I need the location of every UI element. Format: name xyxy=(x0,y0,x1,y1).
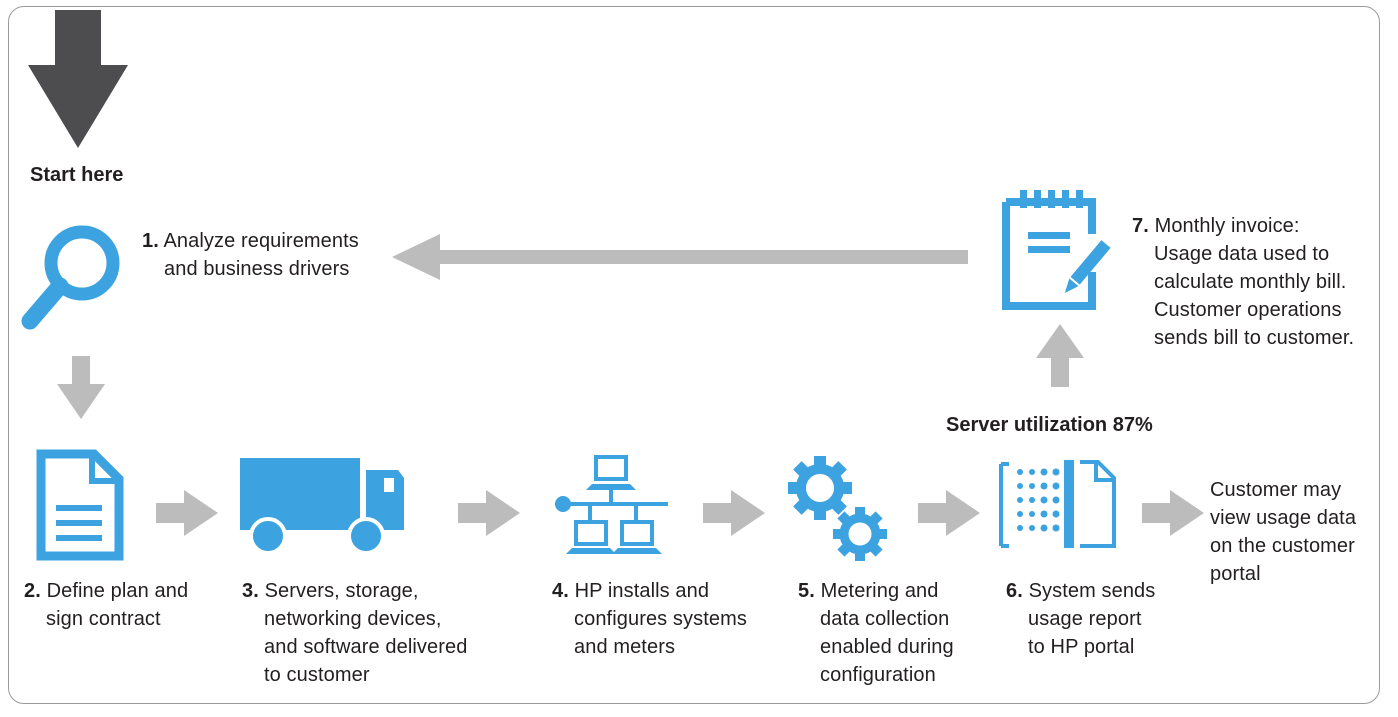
invoice-icon xyxy=(1002,190,1111,310)
step-6-label: 6. System sends usage report to HP porta… xyxy=(1006,580,1156,658)
return-arrow-icon xyxy=(392,234,968,280)
step-2-label: 2. Define plan and sign contract xyxy=(24,580,189,630)
up-arrow-icon xyxy=(1036,324,1084,387)
start-arrow-icon xyxy=(28,10,128,148)
start-label: Start here xyxy=(30,164,124,186)
right-arrow-icon xyxy=(458,490,520,536)
step-1-label: 1. Analyze requirements and business dri… xyxy=(142,230,359,280)
diagram-frame xyxy=(8,6,1380,704)
gears-icon xyxy=(788,456,887,561)
network-icon xyxy=(555,455,668,554)
customer-portal-label: Customer may view usage data on the cust… xyxy=(1210,479,1357,585)
right-arrow-icon xyxy=(703,490,765,536)
down-arrow-icon xyxy=(57,356,105,419)
right-arrow-icon xyxy=(918,490,980,536)
magnifier-icon xyxy=(21,225,120,330)
right-arrow-icon xyxy=(156,490,218,536)
step-4-label: 4. HP installs and configures systems an… xyxy=(552,580,747,658)
document-icon xyxy=(36,449,124,561)
server-utilization-label: Server utilization 87% xyxy=(946,414,1153,436)
right-arrow-icon xyxy=(1142,490,1204,536)
truck-icon xyxy=(240,458,404,554)
report-icon xyxy=(999,460,1116,548)
step-5-label: 5. Metering and data collection enabled … xyxy=(798,580,954,686)
step-3-label: 3. Servers, storage, networking devices,… xyxy=(242,580,468,686)
step-7-label: 7. Monthly invoice: Usage data used to c… xyxy=(1132,215,1355,349)
